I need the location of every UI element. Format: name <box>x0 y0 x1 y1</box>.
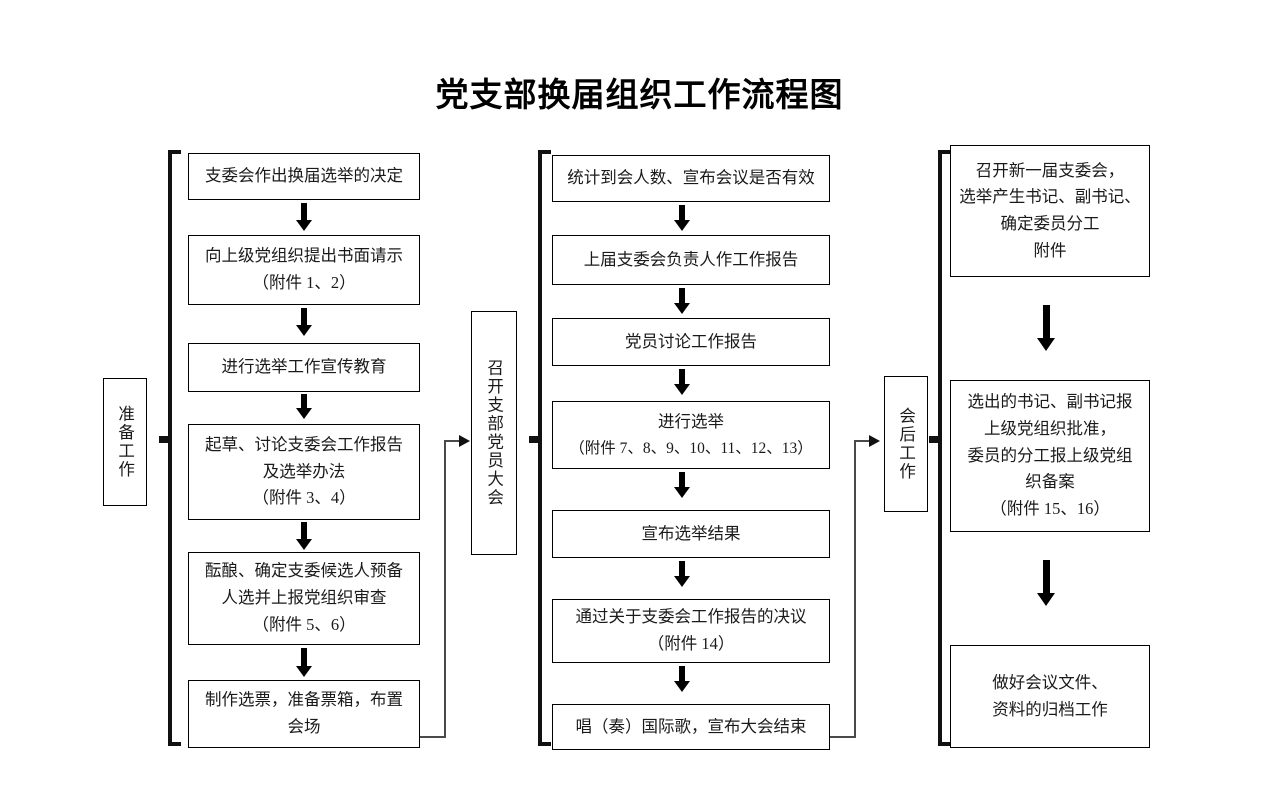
node-line: 支委会作出换届选举的决定 <box>205 166 403 186</box>
node-congress-5: 宣布选举结果 <box>552 510 830 558</box>
phase-label-post-meeting-text: 会后工作 <box>896 407 916 481</box>
node-line: （附件 15、16） <box>990 499 1110 519</box>
node-line: 唱（奏）国际歌，宣布大会结束 <box>575 716 807 736</box>
node-line: 做好会议文件、 <box>992 672 1108 692</box>
node-congress-7: 唱（奏）国际歌，宣布大会结束 <box>552 704 830 750</box>
phase-label-preparation-text: 准备工作 <box>115 405 135 479</box>
phase-label-congress-text: 召开支部党员大会 <box>484 359 504 507</box>
connector-congress-to-post-horizontal-top <box>854 440 874 442</box>
node-prep-2: 向上级党组织提出书面请示 （附件 1、2） <box>188 235 420 305</box>
node-line: 进行选举工作宣传教育 <box>221 357 387 377</box>
node-line: 制作选票，准备票箱，布置 <box>205 690 403 710</box>
node-congress-4: 进行选举 （附件 7、8、9、10、11、12、13） <box>552 401 830 469</box>
node-line: 及选举办法 <box>262 461 346 481</box>
node-line: 上级党组织批准， <box>984 418 1116 438</box>
brace-cap-top <box>938 150 951 154</box>
brace-cap-bottom <box>938 742 951 746</box>
brace-spine <box>168 150 172 746</box>
node-congress-2: 上届支委会负责人作工作报告 <box>552 235 830 285</box>
node-prep-3: 进行选举工作宣传教育 <box>188 343 420 392</box>
connector-prep-to-congress-horizontal-top <box>444 440 464 442</box>
connector-prep-to-congress-arrowhead <box>459 435 470 447</box>
connector-congress-to-post-horizontal-bottom <box>830 736 856 738</box>
node-line: 资料的归档工作 <box>992 699 1108 719</box>
node-line: 酝酿、确定支委候选人预备 <box>205 561 403 581</box>
node-prep-5: 酝酿、确定支委候选人预备 人选并上报党组织审查 （附件 5、6） <box>188 552 420 645</box>
page-title: 党支部换届组织工作流程图 <box>435 75 844 114</box>
brace-post-meeting <box>929 150 951 746</box>
node-line: 召开新一届支委会， <box>975 160 1125 180</box>
brace-congress <box>529 150 551 746</box>
node-congress-1: 统计到会人数、宣布会议是否有效 <box>552 155 830 202</box>
node-post-3: 做好会议文件、 资料的归档工作 <box>950 645 1150 748</box>
node-line: 会场 <box>287 717 321 736</box>
node-line: 统计到会人数、宣布会议是否有效 <box>567 168 815 188</box>
node-line: 选出的书记、副书记报 <box>967 392 1133 412</box>
brace-spine <box>938 150 942 746</box>
node-line: 向上级党组织提出书面请示 <box>205 246 403 266</box>
node-line: 选举产生书记、副书记、 <box>959 187 1141 207</box>
node-line: 党员讨论工作报告 <box>625 331 757 351</box>
node-line: （附件 3、4） <box>252 488 356 508</box>
node-line: （附件 14） <box>647 634 735 653</box>
brace-preparation <box>159 150 181 746</box>
node-congress-6: 通过关于支委会工作报告的决议 （附件 14） <box>552 599 830 663</box>
phase-label-congress: 召开支部党员大会 <box>471 311 517 555</box>
brace-spine <box>538 150 542 746</box>
connector-prep-to-congress-horizontal-bottom <box>420 736 446 738</box>
node-line: （附件 5、6） <box>252 614 356 634</box>
node-line: 委员的分工报上级党组 <box>967 445 1133 465</box>
brace-nub <box>929 436 942 443</box>
node-line: 上届支委会负责人作工作报告 <box>583 249 799 269</box>
node-post-1: 召开新一届支委会， 选举产生书记、副书记、 确定委员分工 附件 <box>950 145 1150 277</box>
node-prep-1: 支委会作出换届选举的决定 <box>188 153 420 200</box>
node-line: 织备案 <box>1025 472 1075 492</box>
node-line: 起草、讨论支委会工作报告 <box>205 434 403 454</box>
phase-label-preparation: 准备工作 <box>103 378 147 506</box>
brace-cap-top <box>538 150 551 154</box>
node-line: 人选并上报党组织审查 <box>221 588 387 608</box>
brace-cap-bottom <box>538 742 551 746</box>
brace-nub <box>159 436 172 443</box>
brace-cap-top <box>168 150 181 154</box>
node-line: （附件 1、2） <box>252 273 356 292</box>
brace-nub <box>529 436 542 443</box>
node-prep-6: 制作选票，准备票箱，布置 会场 <box>188 680 420 748</box>
node-line: 宣布选举结果 <box>641 523 741 543</box>
phase-label-post-meeting: 会后工作 <box>884 376 928 512</box>
node-line: 进行选举 <box>658 412 724 432</box>
connector-congress-to-post-vertical <box>854 441 856 737</box>
node-post-2: 选出的书记、副书记报 上级党组织批准， 委员的分工报上级党组 织备案 （附件 1… <box>950 380 1150 532</box>
node-prep-4: 起草、讨论支委会工作报告 及选举办法 （附件 3、4） <box>188 424 420 520</box>
connector-congress-to-post-arrowhead <box>869 435 880 447</box>
node-line: 确定委员分工 <box>1000 214 1100 233</box>
node-line: 通过关于支委会工作报告的决议 <box>575 607 807 627</box>
connector-prep-to-congress-vertical <box>444 441 446 737</box>
node-line: （附件 7、8、9、10、11、12、13） <box>569 439 813 457</box>
node-congress-3: 党员讨论工作报告 <box>552 318 830 366</box>
brace-cap-bottom <box>168 742 181 746</box>
node-line: 附件 <box>1033 240 1067 260</box>
